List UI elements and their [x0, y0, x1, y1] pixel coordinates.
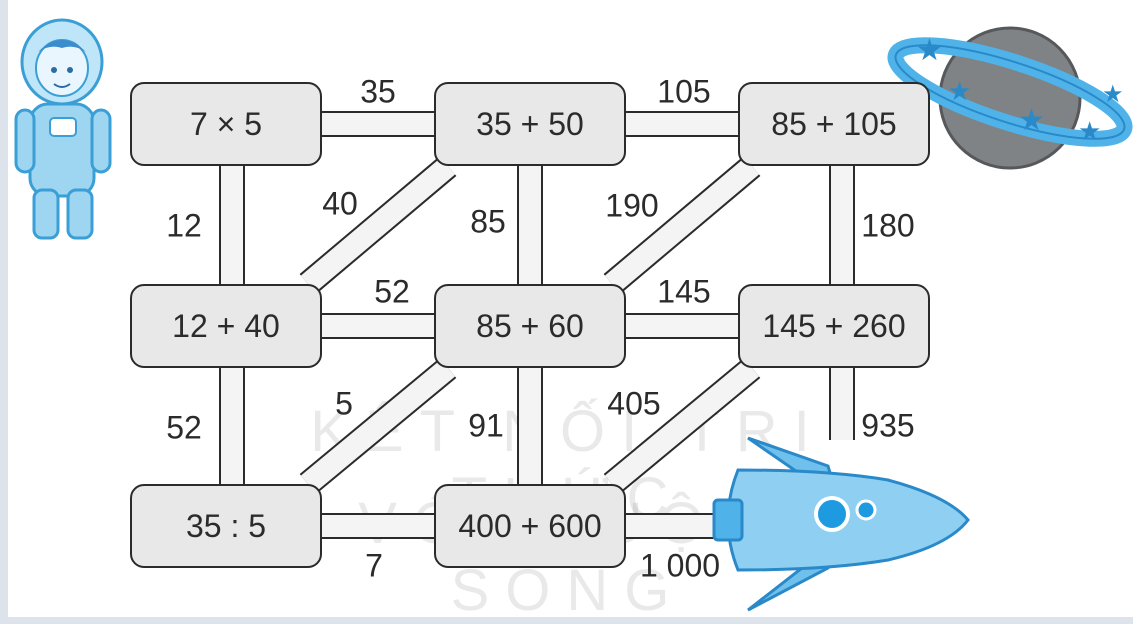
diagram-canvas: KẾT NỐI TRI THỨC VỚI CUỘC SỐNG ★ ★ ★	[8, 0, 1133, 617]
box-85plus60: 85 + 60	[434, 284, 626, 368]
edge-label-85: 85	[470, 204, 506, 241]
box-label: 400 + 600	[458, 508, 601, 545]
box-35plus50: 35 + 50	[434, 82, 626, 166]
box-label: 35 : 5	[186, 508, 266, 545]
edge-label-52-v: 52	[166, 410, 202, 447]
box-label: 7 × 5	[190, 106, 262, 143]
edge-label-91: 91	[468, 408, 504, 445]
edge-label-12: 12	[166, 208, 202, 245]
edge-label-180: 180	[861, 208, 914, 245]
box-35div5: 35 : 5	[130, 484, 322, 568]
box-label: 85 + 105	[771, 106, 896, 143]
box-12plus40: 12 + 40	[130, 284, 322, 368]
box-7x5: 7 × 5	[130, 82, 322, 166]
box-label: 145 + 260	[762, 308, 905, 345]
edge-label-935: 935	[861, 408, 914, 445]
edge-label-190: 190	[605, 188, 658, 225]
edge-label-105: 105	[657, 74, 710, 111]
edge-label-40: 40	[322, 186, 358, 223]
edge-label-35: 35	[360, 74, 396, 111]
edge-label-405: 405	[607, 386, 660, 423]
edge-label-145: 145	[657, 274, 710, 311]
edge-label-52-h: 52	[374, 274, 410, 311]
box-label: 12 + 40	[172, 308, 280, 345]
edge-label-7: 7	[365, 548, 383, 585]
edge-label-5: 5	[335, 386, 353, 423]
box-400plus600: 400 + 600	[434, 484, 626, 568]
edge-label-1000: 1 000	[640, 548, 720, 585]
box-85plus105: 85 + 105	[738, 82, 930, 166]
box-label: 35 + 50	[476, 106, 584, 143]
box-label: 85 + 60	[476, 308, 584, 345]
rocket-icon	[714, 438, 968, 610]
box-145plus260: 145 + 260	[738, 284, 930, 368]
